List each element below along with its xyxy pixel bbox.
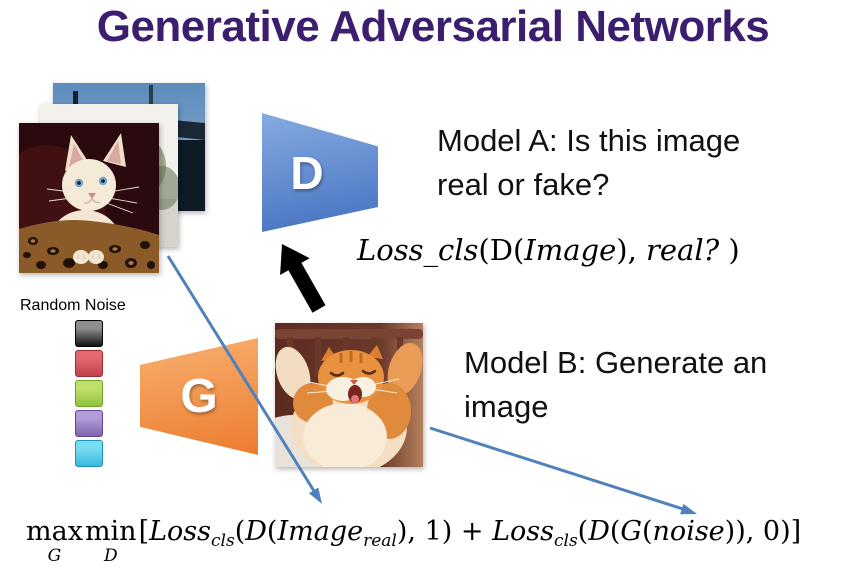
- minimax-body: [Losscls(D(Imagereal), 1) + Losscls(D(G(…: [138, 516, 802, 549]
- formula-b-open: [: [138, 516, 150, 547]
- formula-b-noise: noise: [652, 516, 725, 547]
- formula-b-loss1: Loss: [149, 516, 212, 547]
- formula-b-loss2-sub: cls: [553, 531, 578, 551]
- min-subscript: D: [103, 546, 118, 567]
- random-noise-label: Random Noise: [20, 297, 126, 314]
- model-a-caption: Model A: Is this image real or fake?: [437, 119, 740, 207]
- model-a-line1: Model A: Is this image: [437, 123, 741, 158]
- formula-a-paren3: ): [719, 233, 740, 267]
- black-arrow-icon: [280, 244, 326, 313]
- formula-b-loss1-sub: cls: [211, 531, 235, 551]
- formula-b-t5: (: [609, 516, 621, 547]
- formula-a-paren1: (D(: [478, 233, 525, 267]
- noise-square-red: [75, 350, 103, 377]
- noise-square-green: [75, 380, 103, 407]
- formula-b-t2: (: [266, 516, 278, 547]
- formula-a-paren2: ),: [616, 233, 647, 267]
- max-subscript: G: [47, 546, 62, 567]
- loss-cls-formula: Loss_cls(D(Image), real? ): [357, 233, 740, 267]
- min-operator: min: [84, 516, 137, 547]
- generated-cat-image: [275, 323, 423, 467]
- formula-a-image: Image: [524, 233, 617, 267]
- formula-b-d2: D: [588, 516, 610, 547]
- generated-cat-art: [275, 323, 423, 467]
- generator-shape: G: [140, 338, 258, 455]
- formula-b-g: G: [620, 516, 642, 547]
- formula-b-image-sub: real: [363, 531, 397, 551]
- formula-a-real: real?: [646, 233, 720, 267]
- noise-square-black: [75, 320, 103, 347]
- generated-image-arrow-icon: [429, 426, 697, 515]
- kitten-photo-art: [19, 123, 159, 273]
- formula-b-t4: (: [577, 516, 589, 547]
- model-b-caption: Model B: Generate an image: [464, 341, 767, 429]
- discriminator-label: D: [290, 146, 324, 199]
- formula-b-t6: (: [642, 516, 653, 547]
- formula-b-loss2: Loss: [492, 516, 554, 547]
- max-operator: max: [26, 516, 83, 547]
- discriminator-shape: D: [262, 113, 378, 232]
- real-photo-kitten: [19, 123, 159, 273]
- noise-vector: [75, 320, 103, 470]
- formula-b-t3: ), 1) +: [396, 516, 493, 547]
- model-b-line1: Model B: Generate an: [464, 345, 768, 380]
- page-title: Generative Adversarial Networks: [96, 2, 770, 51]
- formula-b-t7: )), 0)]: [724, 516, 802, 547]
- formula-a-loss: Loss_cls: [357, 233, 479, 267]
- formula-b-d1: D: [245, 516, 267, 547]
- formula-b-t1: (: [234, 516, 246, 547]
- noise-square-purple: [75, 410, 103, 437]
- model-b-line2: image: [464, 389, 549, 424]
- noise-square-cyan: [75, 440, 103, 467]
- formula-b-image: Image: [277, 516, 364, 547]
- generator-label: G: [180, 370, 218, 423]
- model-a-line2: real or fake?: [437, 167, 610, 202]
